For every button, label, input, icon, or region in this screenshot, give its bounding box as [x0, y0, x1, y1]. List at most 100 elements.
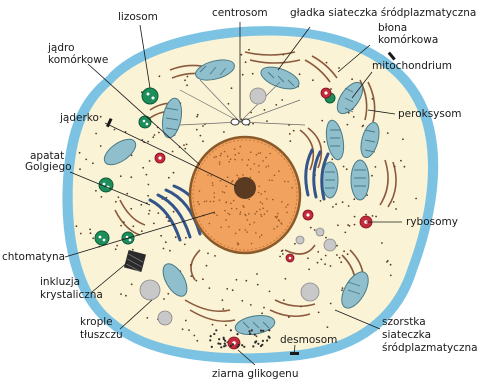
chromatin-dot — [197, 201, 199, 203]
glycogen-granule — [252, 345, 254, 347]
glycogen-granule — [218, 338, 220, 340]
ribosome-dot — [332, 206, 334, 208]
chromatin-dot — [229, 214, 231, 216]
chromatin-dot — [258, 192, 260, 194]
chromatin-dot — [281, 201, 283, 203]
ribosome-dot — [116, 245, 118, 247]
ribosome-dot — [394, 166, 396, 168]
chromatin-dot — [265, 166, 267, 168]
chromatin-dot — [231, 208, 233, 210]
chromatin-dot — [264, 213, 266, 215]
ribosome-dot — [158, 132, 160, 134]
chromatin-dot — [253, 222, 255, 224]
ribosome-dot — [163, 248, 165, 250]
ribosome-dot — [281, 250, 283, 252]
glycogen-granule — [248, 330, 250, 332]
chromatin-dot — [213, 192, 215, 194]
ribosome-dot — [202, 140, 204, 142]
ribosome-dot — [314, 229, 316, 231]
ribosome-dot — [312, 79, 314, 81]
ribosome-dot — [101, 196, 103, 198]
ribosome-dot — [325, 237, 327, 239]
ribosome-dot — [142, 167, 144, 169]
chromatin-dot — [210, 201, 212, 203]
ribosome-dot — [245, 280, 247, 282]
chromatin-dot — [238, 152, 240, 154]
chromatin-dot — [235, 154, 237, 156]
chromatin-dot — [225, 185, 227, 187]
ribosome-dot — [348, 205, 350, 207]
ribosome-dot — [100, 145, 102, 147]
glycogen-granule — [254, 341, 256, 343]
ribosome-dot — [341, 289, 343, 291]
ribosome-dot — [320, 200, 322, 202]
chromatin-dot — [242, 174, 244, 176]
ribosome-dot — [120, 225, 122, 227]
chromatin-dot — [222, 191, 224, 193]
ribosome-dot — [330, 265, 332, 267]
ribosome-dot — [196, 116, 198, 118]
chromatin-dot — [219, 199, 221, 201]
chromatin-dot — [227, 177, 229, 179]
chromatin-dot — [258, 171, 260, 173]
ribosome-dot — [114, 129, 116, 131]
chromatin-dot — [250, 177, 252, 179]
chromatin-dot — [219, 161, 221, 163]
ribosome-dot — [330, 88, 332, 90]
ribosome-dot — [395, 208, 397, 210]
chromatin-dot — [230, 203, 232, 205]
ribosome-dot — [338, 67, 340, 69]
chromatin-dot — [236, 208, 238, 210]
ribosome-dot — [300, 306, 302, 308]
ribosome-dot — [232, 289, 234, 291]
ribosome-dot — [159, 75, 161, 77]
ribosome-dot — [330, 303, 332, 305]
ribosome-dot — [289, 140, 291, 142]
chromatin-dot — [268, 165, 270, 167]
glycogen-granule — [211, 346, 213, 348]
ribosome-dot — [195, 280, 197, 282]
ribosome-dot — [331, 158, 333, 160]
ribosome-dot — [393, 201, 395, 203]
chromatin-dot — [235, 233, 237, 235]
ribosome-dot — [149, 160, 151, 162]
ribosome-dot — [115, 248, 117, 250]
ribosome-dot — [372, 98, 374, 100]
ribosome-dot — [154, 134, 156, 136]
ribosome-dot — [168, 220, 170, 222]
chromatin-dot — [267, 210, 269, 212]
label-ziarna-glikogenu: ziarna glikogenu — [212, 368, 299, 380]
chromatin-dot — [227, 156, 229, 158]
chromatin-dot — [228, 161, 230, 163]
ribosome-dot — [200, 135, 202, 137]
ribosome-dot — [185, 237, 187, 239]
label-gladka-siateczka: gładka siateczka śródplazmatyczna — [290, 7, 476, 19]
ribosome-dot — [344, 232, 346, 234]
glycogen-granule — [260, 330, 262, 332]
label-szorstka-3: śródplazmatyczna — [382, 342, 478, 354]
ribosome-dot — [149, 210, 151, 212]
label-inkluzja-2: krystaliczna — [40, 289, 103, 301]
glycogen-granule — [210, 335, 212, 337]
ribosome-dot — [308, 269, 310, 271]
chromatin-dot — [220, 180, 222, 182]
chromatin-dot — [260, 152, 262, 154]
ribosome-dot — [184, 79, 186, 81]
ribosome-dot — [225, 324, 227, 326]
ribosome-dot — [202, 125, 204, 127]
ribosome-dot — [163, 298, 165, 300]
ribosome-dot — [285, 278, 287, 280]
chromatin-dot — [219, 163, 221, 165]
ribosome-dot — [342, 201, 344, 203]
ribosome-dot — [165, 241, 167, 243]
ribosome-dot — [146, 317, 148, 319]
ribosome-dot — [186, 84, 188, 86]
ribosome-dot — [248, 49, 250, 51]
ribosome-dot — [320, 259, 322, 261]
ribosome-dot — [390, 264, 392, 266]
ribosome-dot — [354, 216, 356, 218]
ribosome-dot — [167, 293, 169, 295]
ribosome-dot — [175, 236, 177, 238]
chromatin-dot — [204, 201, 206, 203]
